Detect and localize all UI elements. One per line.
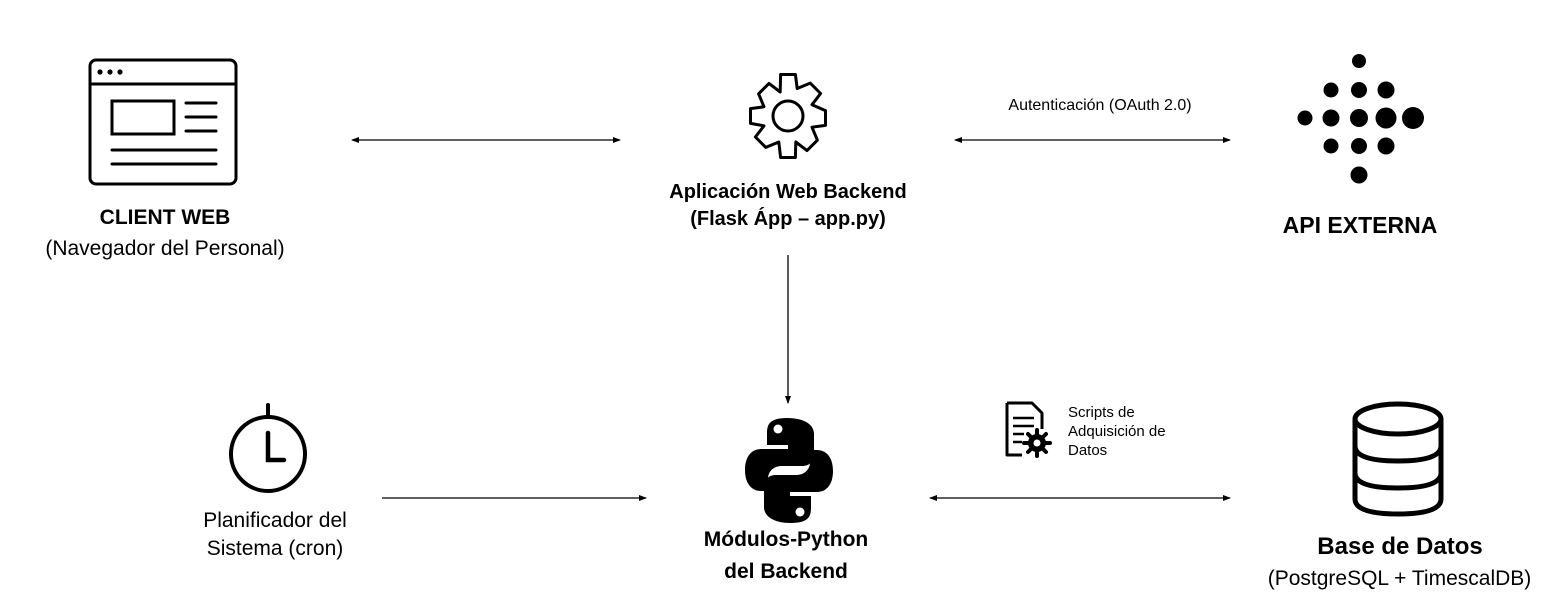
scripts-label-line2: Adquisición de xyxy=(1068,422,1166,440)
database-title: Base de Datos xyxy=(1317,533,1483,560)
python-label-line1: Módulos-Python xyxy=(703,528,869,551)
cron-label-line2: Sistema (cron) xyxy=(206,537,344,560)
browser-dots xyxy=(97,69,123,75)
database-subtitle: (PostgreSQL + TimescalDB) xyxy=(1267,567,1532,590)
clock-icon xyxy=(229,403,307,493)
python-logo-icon xyxy=(745,418,833,523)
scripts-edge-label: Scripts de Adquisición de Datos xyxy=(1068,404,1166,460)
browser-window-icon xyxy=(88,58,238,186)
scripts-label-line3: Datos xyxy=(1068,441,1108,459)
client-title: CLIENT WEB xyxy=(99,206,231,229)
gear-icon xyxy=(749,73,827,159)
scripts-label-line1: Scripts de xyxy=(1068,404,1135,421)
api-title: API EXTERNA xyxy=(1282,212,1438,238)
backend-title-line1: Aplicación Web Backend xyxy=(669,181,907,203)
backend-title-line2: (Flask Ápp – app.py) xyxy=(690,208,886,230)
document-gear-icon xyxy=(1005,401,1052,458)
oauth-edge-label: Autenticación (OAuth 2.0) xyxy=(1008,97,1192,114)
python-label-line2: del Backend xyxy=(724,560,848,583)
database-cylinder-icon xyxy=(1352,401,1444,517)
client-subtitle: (Navegador del Personal) xyxy=(45,237,285,260)
cron-label-line1: Planificador del xyxy=(203,509,347,532)
fitbit-logo-icon xyxy=(1297,54,1424,184)
